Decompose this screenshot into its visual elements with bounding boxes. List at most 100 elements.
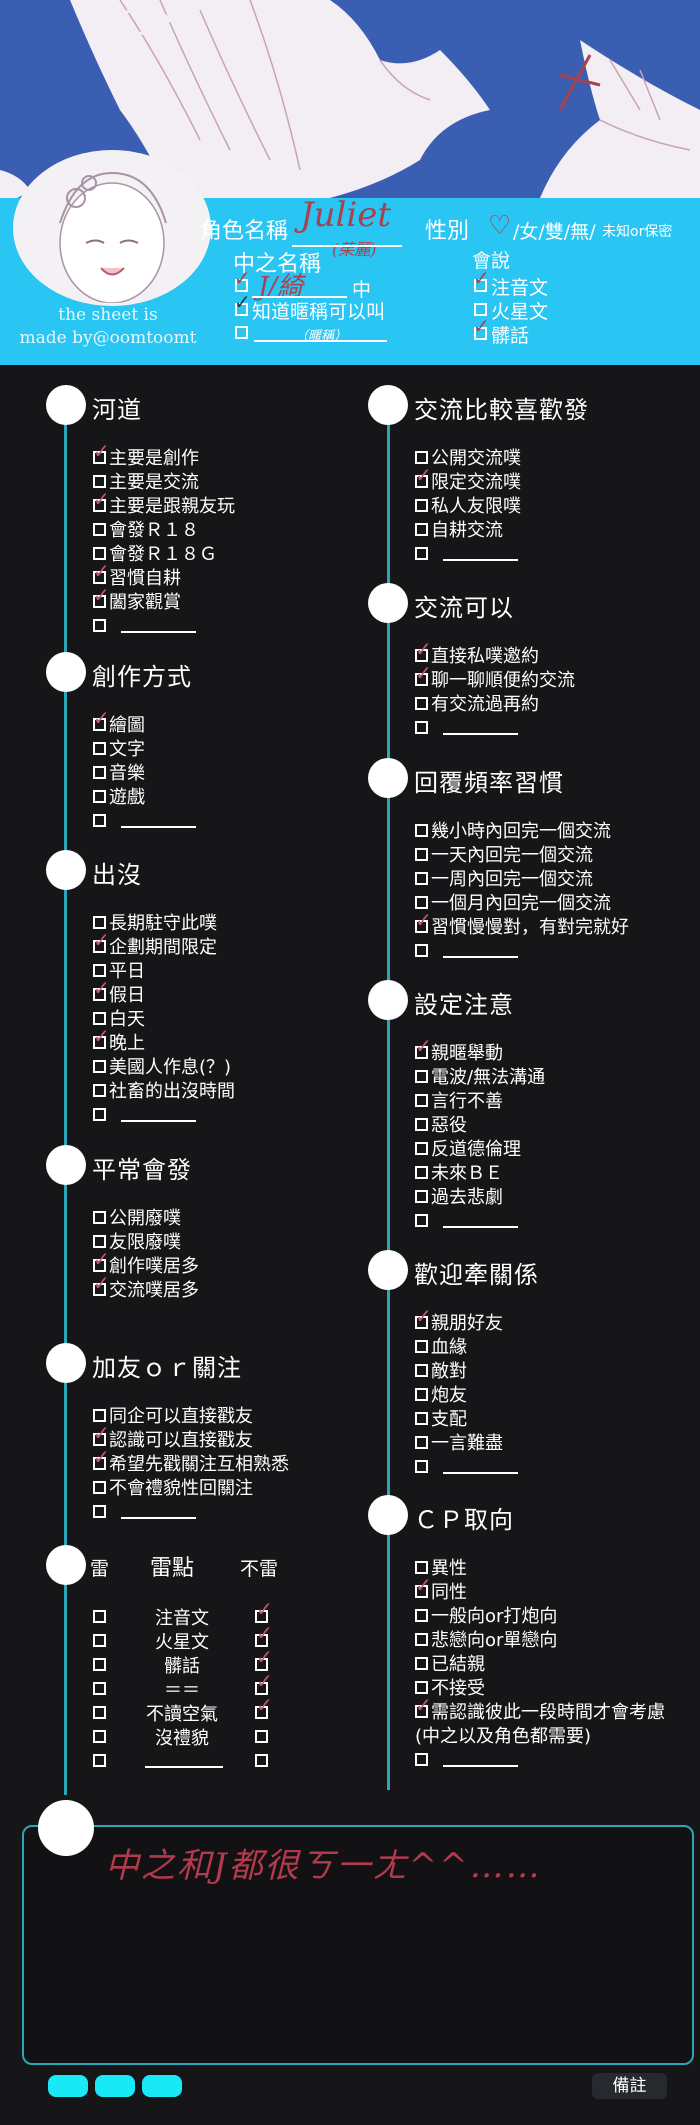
option-item[interactable]: ✓闔家觀賞 xyxy=(93,583,181,615)
thunder-right-checkbox[interactable] xyxy=(255,1682,268,1695)
checkbox[interactable] xyxy=(415,1165,428,1179)
option-item[interactable]: 反道德倫理 xyxy=(415,1138,521,1162)
option-item[interactable]: ✓習慣自耕 xyxy=(93,559,181,591)
checkbox[interactable] xyxy=(415,895,428,909)
option-item[interactable] xyxy=(415,543,518,567)
blank-line[interactable] xyxy=(443,1765,518,1767)
option-item[interactable]: ✓希望先戳關注互相熟悉 xyxy=(93,1445,289,1477)
option-item[interactable]: 長期駐守此噗 xyxy=(93,912,217,936)
nickname-checkbox[interactable] xyxy=(235,303,248,316)
thunder-right-checkbox[interactable] xyxy=(255,1634,268,1647)
checkbox[interactable] xyxy=(415,1411,428,1425)
option-item[interactable]: ✓晚上 xyxy=(93,1024,145,1056)
speak-option-checkbox[interactable] xyxy=(474,327,487,340)
option-item[interactable]: 私人友限噗 xyxy=(415,495,521,519)
checkbox[interactable] xyxy=(93,1234,106,1248)
option-item[interactable]: ✓需認識彼此一段時間才會考慮 xyxy=(415,1693,665,1725)
checkbox[interactable] xyxy=(415,696,428,710)
checkbox[interactable] xyxy=(93,450,106,464)
option-item[interactable]: ✓創作噗居多 xyxy=(93,1247,199,1279)
checkbox[interactable] xyxy=(415,522,428,536)
thunder-left-checkbox[interactable] xyxy=(93,1706,106,1719)
checkbox[interactable] xyxy=(93,594,106,608)
thunder-right-checkbox[interactable] xyxy=(255,1610,268,1623)
option-item[interactable]: 公開交流噗 xyxy=(415,447,521,471)
option-item[interactable] xyxy=(415,717,518,741)
checkbox[interactable] xyxy=(415,1315,428,1329)
checkbox[interactable] xyxy=(93,1083,106,1097)
option-item[interactable]: 炮友 xyxy=(415,1384,467,1408)
option-item[interactable]: 異性 xyxy=(415,1557,467,1581)
checkbox[interactable] xyxy=(93,741,106,755)
option-item[interactable] xyxy=(93,615,196,639)
checkbox[interactable] xyxy=(93,963,106,977)
checkbox[interactable] xyxy=(415,1117,428,1131)
checkbox[interactable] xyxy=(93,915,106,929)
option-item[interactable]: ✓限定交流噗 xyxy=(415,463,521,495)
blank-line[interactable] xyxy=(145,1766,223,1768)
checkbox[interactable] xyxy=(415,1189,428,1203)
option-item[interactable]: 文字 xyxy=(93,738,145,762)
checkbox[interactable] xyxy=(415,1435,428,1449)
option-item[interactable]: ✓聊一聊順便約交流 xyxy=(415,661,575,693)
checkbox[interactable] xyxy=(93,1059,106,1073)
option-item[interactable]: 有交流過再約 xyxy=(415,693,539,717)
option-item[interactable]: 美國人作息(？) xyxy=(93,1056,231,1080)
option-item[interactable]: 會發Ｒ１８ xyxy=(93,519,199,543)
checkbox[interactable] xyxy=(415,1387,428,1401)
checkbox[interactable] xyxy=(415,1093,428,1107)
page-pill[interactable] xyxy=(142,2075,182,2097)
checkbox[interactable] xyxy=(415,1339,428,1353)
option-item[interactable] xyxy=(415,1456,518,1480)
checkbox[interactable] xyxy=(415,1608,428,1622)
option-item[interactable]: ✓認識可以直接戳友 xyxy=(93,1421,253,1453)
option-item[interactable]: 一言難盡 xyxy=(415,1432,503,1456)
checkbox[interactable] xyxy=(415,1752,428,1766)
checkbox[interactable] xyxy=(415,474,428,488)
checkbox[interactable] xyxy=(93,498,106,512)
option-item[interactable] xyxy=(93,1104,196,1128)
checkbox[interactable] xyxy=(93,474,106,488)
checkbox[interactable] xyxy=(93,987,106,1001)
checkbox[interactable] xyxy=(415,1560,428,1574)
blank-line[interactable] xyxy=(121,1120,196,1122)
checkbox[interactable] xyxy=(93,765,106,779)
checkbox[interactable] xyxy=(415,1069,428,1083)
checkbox[interactable] xyxy=(93,1408,106,1422)
option-item[interactable]: 音樂 xyxy=(93,762,145,786)
checkbox[interactable] xyxy=(93,1011,106,1025)
checkbox[interactable] xyxy=(93,1432,106,1446)
option-item[interactable]: 公開廢噗 xyxy=(93,1207,181,1231)
checkbox[interactable] xyxy=(415,1459,428,1473)
checkbox[interactable] xyxy=(93,522,106,536)
option-item[interactable]: 友限廢噗 xyxy=(93,1231,181,1255)
checkbox[interactable] xyxy=(415,823,428,837)
option-item[interactable]: 已結親 xyxy=(415,1653,485,1677)
option-item[interactable]: ✓親暱舉動 xyxy=(415,1034,503,1066)
option-item[interactable]: 不會禮貌性回關注 xyxy=(93,1477,253,1501)
option-item[interactable]: 同企可以直接戳友 xyxy=(93,1405,253,1429)
checkbox[interactable] xyxy=(93,1504,106,1518)
option-item[interactable] xyxy=(415,1749,518,1773)
thunder-left-checkbox[interactable] xyxy=(93,1730,106,1743)
blank-line[interactable] xyxy=(121,631,196,633)
option-item[interactable]: 白天 xyxy=(93,1008,145,1032)
checkbox[interactable] xyxy=(93,717,106,731)
option-item[interactable]: 社畜的出沒時間 xyxy=(93,1080,235,1104)
blank-line[interactable] xyxy=(443,733,518,735)
thunder-left-checkbox[interactable] xyxy=(93,1682,106,1695)
option-item[interactable]: 言行不善 xyxy=(415,1090,503,1114)
option-item[interactable]: ✓假日 xyxy=(93,976,145,1008)
option-item[interactable]: 一個月內回完一個交流 xyxy=(415,892,611,916)
checkbox[interactable] xyxy=(415,1680,428,1694)
option-item[interactable]: 幾小時內回完一個交流 xyxy=(415,820,611,844)
checkbox[interactable] xyxy=(93,1210,106,1224)
checkbox[interactable] xyxy=(415,1213,428,1227)
option-item[interactable]: 自耕交流 xyxy=(415,519,503,543)
option-item[interactable]: 支配 xyxy=(415,1408,467,1432)
checkbox[interactable] xyxy=(93,546,106,560)
checkbox[interactable] xyxy=(93,1282,106,1296)
option-item[interactable]: 不接受 xyxy=(415,1677,485,1701)
checkbox[interactable] xyxy=(415,498,428,512)
checkbox[interactable] xyxy=(93,1480,106,1494)
